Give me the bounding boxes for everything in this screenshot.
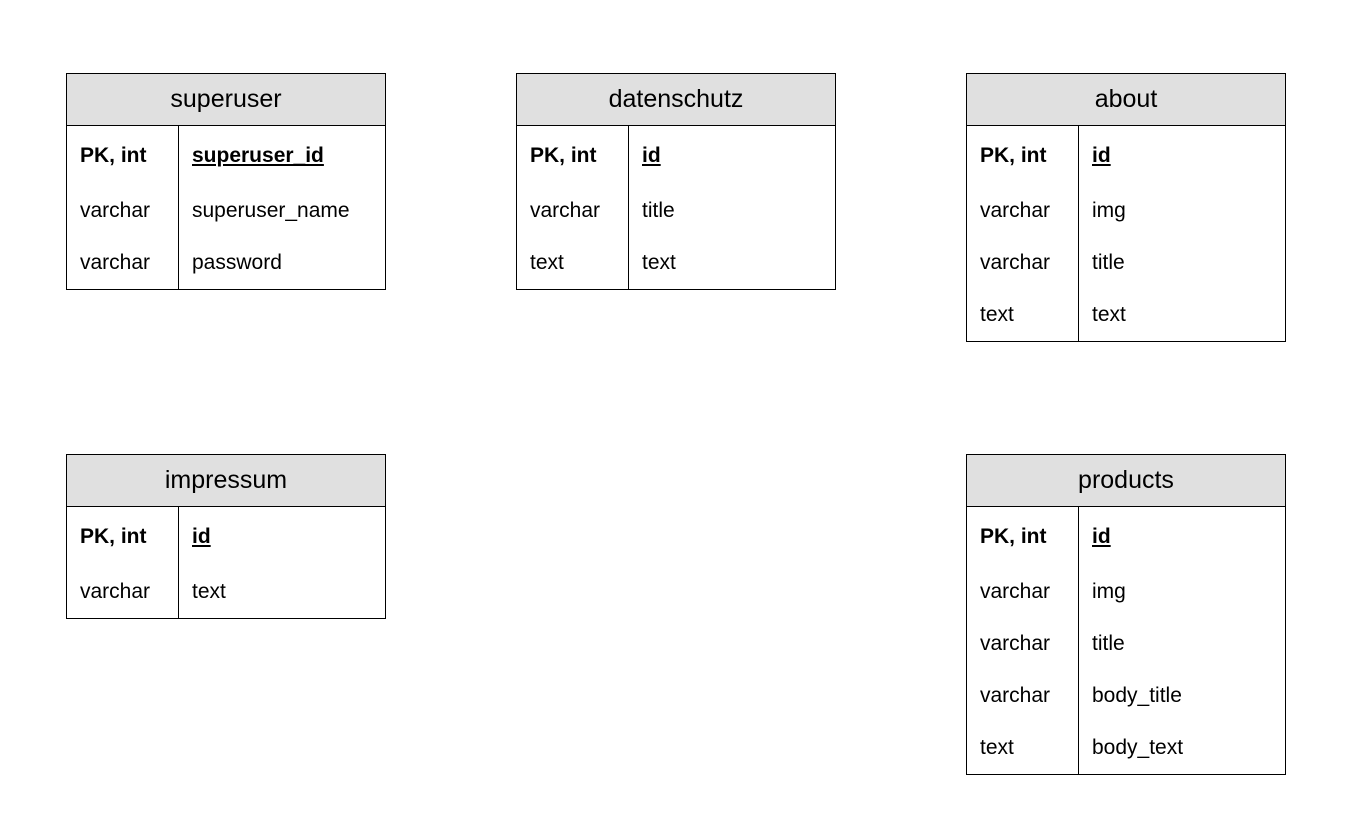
entity-row: varchar body_title [967, 670, 1285, 722]
column-divider [628, 126, 629, 289]
column-name: id [192, 525, 211, 548]
column-type: text [530, 251, 564, 274]
column-type: varchar [980, 684, 1051, 707]
column-type: PK, int [530, 144, 597, 167]
column-name: id [1092, 144, 1111, 167]
entity-title: datenschutz [517, 74, 835, 126]
entity-row: PK, int id [517, 126, 835, 185]
column-type: PK, int [80, 525, 147, 548]
column-divider [1078, 126, 1079, 341]
entity-row: varchar img [967, 566, 1285, 618]
entity-row: varchar title [517, 185, 835, 237]
column-name: text [642, 251, 676, 274]
entity-body: PK, int superuser_id varchar superuser_n… [67, 126, 385, 289]
column-name: body_title [1092, 684, 1182, 707]
entity-superuser: superuser PK, int superuser_id varchar s… [66, 73, 386, 290]
entity-datenschutz: datenschutz PK, int id varchar title tex… [516, 73, 836, 290]
entity-body: PK, int id varchar title text text [517, 126, 835, 289]
column-type: text [980, 736, 1014, 759]
entity-row: varchar title [967, 618, 1285, 670]
column-name: title [1092, 632, 1125, 655]
column-name: title [1092, 251, 1125, 274]
column-name: superuser_id [192, 144, 324, 167]
column-name: title [642, 199, 675, 222]
entity-body: PK, int id varchar text [67, 507, 385, 618]
column-type: varchar [980, 251, 1051, 274]
entity-body: PK, int id varchar img varchar title var… [967, 507, 1285, 774]
entity-about: about PK, int id varchar img varchar tit… [966, 73, 1286, 342]
entity-row: varchar title [967, 237, 1285, 289]
column-type: varchar [80, 199, 151, 222]
column-type: varchar [80, 251, 151, 274]
column-divider [178, 507, 179, 618]
entity-row: PK, int id [967, 507, 1285, 566]
column-name: id [1092, 525, 1111, 548]
column-type: varchar [980, 199, 1051, 222]
column-divider [178, 126, 179, 289]
column-name: text [1092, 303, 1126, 326]
entity-impressum: impressum PK, int id varchar text [66, 454, 386, 619]
entity-row: varchar superuser_name [67, 185, 385, 237]
entity-row: PK, int id [67, 507, 385, 566]
column-type: varchar [80, 580, 151, 603]
column-name: superuser_name [192, 199, 350, 222]
column-type: PK, int [980, 525, 1047, 548]
column-name: body_text [1092, 736, 1184, 759]
column-type: text [980, 303, 1014, 326]
entity-title: products [967, 455, 1285, 507]
column-name: password [192, 251, 282, 274]
column-type: PK, int [980, 144, 1047, 167]
column-name: text [192, 580, 226, 603]
entity-row: varchar text [67, 566, 385, 618]
column-name: id [642, 144, 661, 167]
entity-row: PK, int superuser_id [67, 126, 385, 185]
entity-row: PK, int id [967, 126, 1285, 185]
column-name: img [1092, 199, 1126, 222]
column-type: varchar [530, 199, 601, 222]
entity-title: about [967, 74, 1285, 126]
entity-row: text body_text [967, 722, 1285, 774]
entity-row: text text [517, 237, 835, 289]
entity-title: impressum [67, 455, 385, 507]
column-divider [1078, 507, 1079, 774]
entity-body: PK, int id varchar img varchar title tex… [967, 126, 1285, 341]
entity-row: varchar img [967, 185, 1285, 237]
column-type: PK, int [80, 144, 147, 167]
entity-row: text text [967, 289, 1285, 341]
entity-title: superuser [67, 74, 385, 126]
entity-products: products PK, int id varchar img varchar … [966, 454, 1286, 775]
column-name: img [1092, 580, 1126, 603]
column-type: varchar [980, 580, 1051, 603]
entity-row: varchar password [67, 237, 385, 289]
column-type: varchar [980, 632, 1051, 655]
